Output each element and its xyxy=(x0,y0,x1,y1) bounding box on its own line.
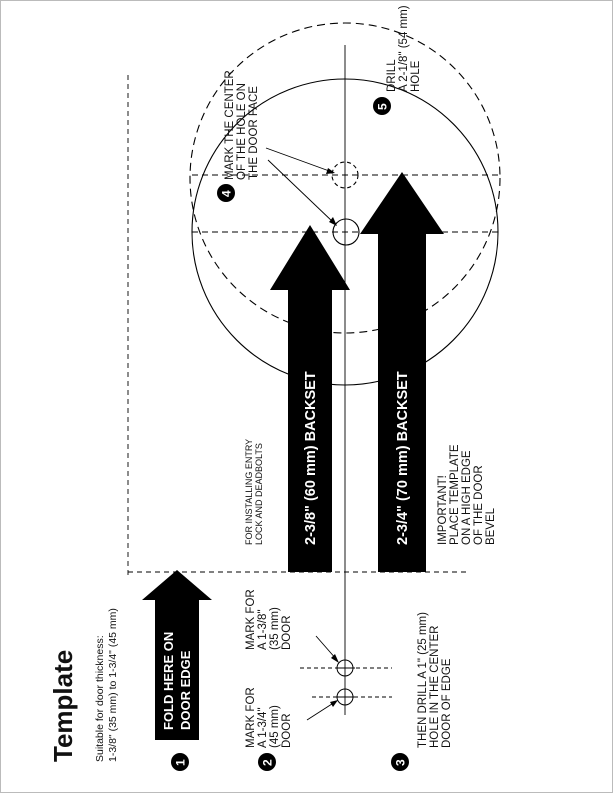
mark-45-text: MARK FOR A 1-3/4" (45 mm) DOOR xyxy=(245,687,293,748)
svg-text:1: 1 xyxy=(174,759,188,766)
svg-text:BEVEL: BEVEL xyxy=(485,507,497,545)
svg-text:DOOR OF EDGE: DOOR OF EDGE xyxy=(441,658,453,748)
svg-text:A 1-3/8": A 1-3/8" xyxy=(257,609,269,650)
svg-text:HOLE: HOLE xyxy=(410,60,422,92)
pointer-arrow-step4-b xyxy=(267,159,337,226)
backset-70-arrow xyxy=(360,172,444,572)
svg-text:5: 5 xyxy=(376,103,390,110)
svg-text:A 1-3/4": A 1-3/4" xyxy=(257,707,269,748)
svg-text:ON A HIGH EDGE: ON A HIGH EDGE xyxy=(461,450,473,545)
svg-text:DOOR: DOOR xyxy=(281,616,293,651)
svg-text:MARK FOR: MARK FOR xyxy=(245,589,257,650)
svg-text:2: 2 xyxy=(261,759,275,766)
edge-hole-45-target xyxy=(335,688,355,706)
step-2-badge: 2 xyxy=(258,753,276,771)
step-5-badge: 5 xyxy=(373,97,391,115)
step-5-text: DRILL A 2-1/8" (54 mm) HOLE xyxy=(386,5,422,92)
pointer-arrow-45 xyxy=(306,700,338,721)
svg-text:FOR INSTALLING ENTRY: FOR INSTALLING ENTRY xyxy=(244,439,254,545)
important-note: IMPORTANT! PLACE TEMPLATE ON A HIGH EDGE… xyxy=(437,444,497,545)
svg-text:4: 4 xyxy=(220,190,234,197)
fold-label-line1: FOLD HERE ON xyxy=(161,632,176,730)
svg-text:A 2-1/8" (54 mm): A 2-1/8" (54 mm) xyxy=(398,5,410,92)
svg-text:THEN DRILL A 1" (25 mm): THEN DRILL A 1" (25 mm) xyxy=(417,612,429,748)
step-4-badge: 4 xyxy=(217,184,235,202)
backset-70-label: 2-3/4" (70 mm) BACKSET xyxy=(395,371,411,545)
svg-text:(35 mm): (35 mm) xyxy=(269,607,281,650)
svg-text:LOCK AND DEADBOLTS: LOCK AND DEADBOLTS xyxy=(254,443,264,545)
svg-text:OF THE HOLE ON: OF THE HOLE ON xyxy=(236,83,248,180)
svg-text:(45 mm): (45 mm) xyxy=(269,705,281,748)
svg-text:IMPORTANT!: IMPORTANT! xyxy=(437,475,449,545)
svg-text:3: 3 xyxy=(394,759,408,766)
svg-text:MARK THE CENTER: MARK THE CENTER xyxy=(224,70,236,180)
svg-text:PLACE TEMPLATE: PLACE TEMPLATE xyxy=(449,444,461,545)
step-3-badge: 3 xyxy=(391,753,409,771)
svg-text:HOLE IN THE CENTER: HOLE IN THE CENTER xyxy=(429,626,441,748)
svg-text:DOOR: DOOR xyxy=(281,714,293,749)
backset-60-label: 2-3/8" (60 mm) BACKSET xyxy=(303,371,319,545)
thickness-note-line2: 1-3/8" (35 mm) to 1-3/4" (45 mm) xyxy=(107,608,119,762)
step-3-text: THEN DRILL A 1" (25 mm) HOLE IN THE CENT… xyxy=(417,612,453,748)
large-hole-dashed-circle xyxy=(189,22,501,334)
mark-35-text: MARK FOR A 1-3/8" (35 mm) DOOR xyxy=(245,589,293,650)
entry-note: FOR INSTALLING ENTRY LOCK AND DEADBOLTS xyxy=(244,439,264,545)
backset-60-arrow xyxy=(270,225,350,572)
svg-text:DRILL: DRILL xyxy=(386,59,398,92)
fold-arrow xyxy=(142,570,212,740)
step-1-badge: 1 xyxy=(171,753,189,771)
svg-text:OF THE DOOR: OF THE DOOR xyxy=(473,465,485,545)
svg-text:MARK FOR: MARK FOR xyxy=(245,687,257,748)
edge-hole-35-target xyxy=(335,659,355,677)
step-4-text: MARK THE CENTER OF THE HOLE ON THE DOOR … xyxy=(224,70,260,180)
pointer-arrow-step4-a xyxy=(265,147,335,174)
svg-text:THE DOOR FACE: THE DOOR FACE xyxy=(248,86,260,180)
page-title: Template xyxy=(48,650,78,762)
pointer-arrow-35 xyxy=(315,635,339,663)
thickness-note-line1: Suitable for door thickness: xyxy=(94,635,106,762)
fold-label-line2: DOOR EDGE xyxy=(178,650,193,730)
